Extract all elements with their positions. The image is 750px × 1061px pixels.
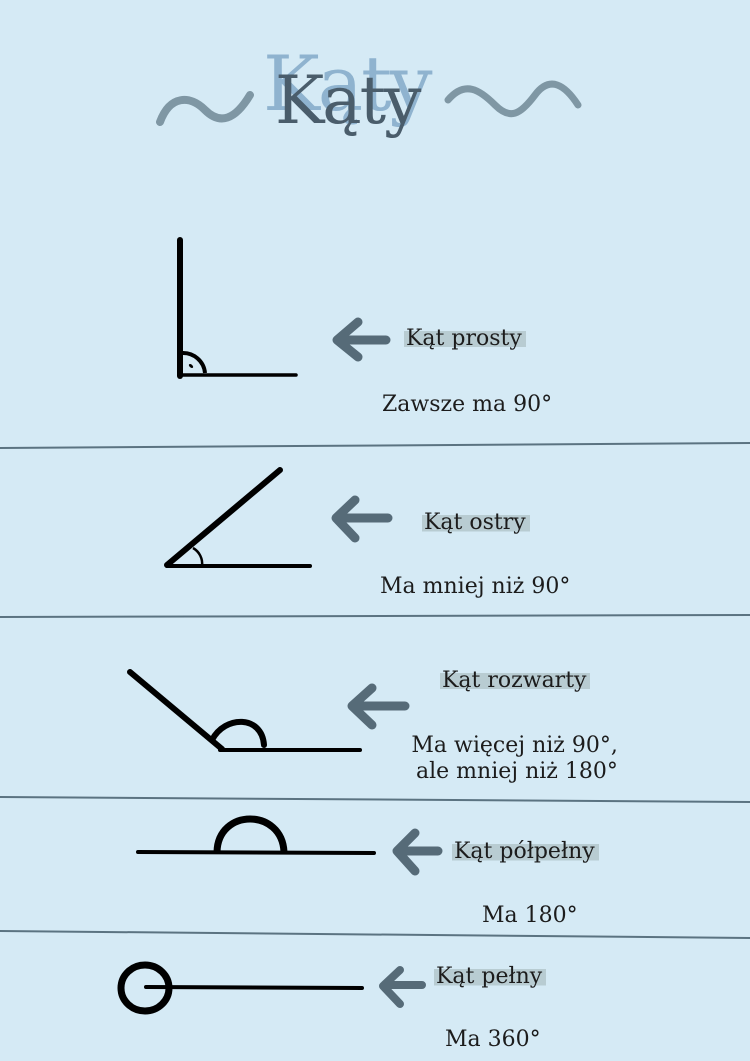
- angle-description: Ma 360°: [445, 1027, 541, 1052]
- divider-3: [0, 796, 750, 803]
- angle-description: Ma więcej niż 90°, ale mniej niż 180°: [411, 733, 618, 785]
- angle-name-label: Kąt ostry: [422, 510, 530, 535]
- angle-description: Ma mniej niż 90°: [380, 574, 571, 599]
- page-title-shadow: Kąty: [263, 39, 433, 128]
- left-wave-decoration-icon: [156, 80, 582, 126]
- angle-name-label: Kąt pełny: [434, 964, 547, 989]
- divider-2: [0, 614, 750, 618]
- page-header: Kąty Kąty: [0, 40, 750, 160]
- angle-name-label: Kąt prosty: [404, 326, 526, 351]
- angle-description: Zawsze ma 90°: [382, 392, 553, 417]
- divider-4: [0, 930, 750, 939]
- divider-1: [0, 442, 750, 449]
- angle-name-label: Kąt rozwarty: [440, 668, 591, 693]
- page-title: Kąty: [275, 62, 421, 139]
- angle-description: Ma 180°: [482, 903, 578, 928]
- angle-name-label: Kąt półpełny: [452, 839, 599, 864]
